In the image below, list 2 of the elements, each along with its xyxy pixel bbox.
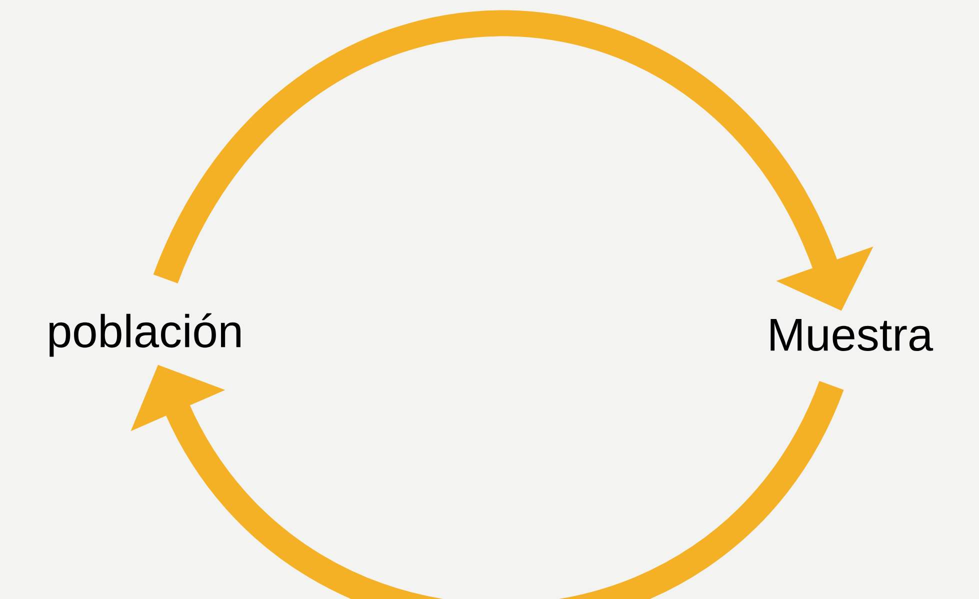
node-label: población <box>50 313 240 357</box>
node-label: Muestra <box>770 318 934 352</box>
